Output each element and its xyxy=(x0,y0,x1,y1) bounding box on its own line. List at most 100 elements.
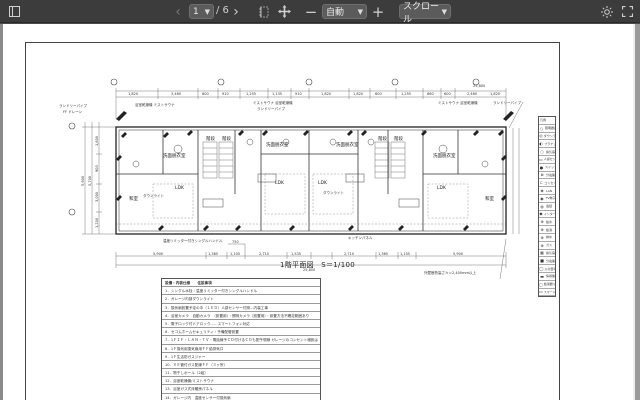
svg-text:900: 900 xyxy=(95,165,99,172)
svg-text:和室: 和室 xyxy=(485,195,494,202)
svg-text:600: 600 xyxy=(375,92,382,96)
sidebar-toggle-button[interactable] xyxy=(7,3,21,20)
zoom-mode-value: 自動 xyxy=(326,8,345,18)
notes-row: 2．ガレージ内部ダウンライト xyxy=(162,295,320,304)
legend-label: 電話 xyxy=(546,204,553,209)
legend-row: ◉TV端子 xyxy=(539,195,555,203)
chevron-down-icon: ▼ xyxy=(204,7,210,16)
zoom-out-button[interactable]: − xyxy=(304,2,318,21)
notes-row: 8．1Ｆ換気用換気扇用ＦＦ給排気口 xyxy=(162,345,320,353)
text-select-tool-button[interactable] xyxy=(258,3,270,20)
zoom-in-button[interactable]: + xyxy=(371,2,385,21)
svg-text:1,365: 1,365 xyxy=(378,252,388,256)
next-page-button[interactable]: › xyxy=(233,3,239,20)
legend-row: ◍電話 xyxy=(539,203,555,211)
brightness-icon xyxy=(600,5,613,18)
zoom-mode-select[interactable]: 自動 ▼ xyxy=(322,4,367,19)
light-icon: ○ xyxy=(539,125,544,131)
legend-row: ▦換気扇 xyxy=(539,250,555,258)
svg-text:750: 750 xyxy=(232,240,239,244)
svg-text:階段: 階段 xyxy=(206,135,215,142)
svg-text:5,700: 5,700 xyxy=(88,176,92,186)
svg-text:キッチンパネル: キッチンパネル xyxy=(348,235,373,240)
intercom-icon: ◆ xyxy=(539,211,543,217)
svg-text:LDK: LDK xyxy=(318,180,328,186)
legend-row: ◎ダウンライト xyxy=(539,133,555,141)
svg-text:1,820: 1,820 xyxy=(490,92,500,96)
drawing-frame xyxy=(25,42,560,400)
page-count: / 6 xyxy=(216,5,229,16)
legend-row: ⊕ガス xyxy=(539,242,555,250)
svg-text:5,900: 5,900 xyxy=(81,176,85,186)
panel-icon: ⊗ xyxy=(540,172,544,178)
svg-text:2,710: 2,710 xyxy=(344,252,354,256)
left-edge xyxy=(0,24,3,400)
svg-text:1,105: 1,105 xyxy=(400,252,410,256)
svg-text:3,460: 3,460 xyxy=(171,92,181,96)
legend-row: ◆インターホン xyxy=(539,211,555,219)
lan-icon: ◈ xyxy=(540,188,544,194)
text-select-icon xyxy=(259,6,269,17)
svg-text:FF ドレーン: FF ドレーン xyxy=(63,110,82,114)
legend-label: ガス xyxy=(546,243,553,248)
hot-water-icon: ⊕ xyxy=(540,227,544,233)
chevron-down-icon: ▼ xyxy=(441,7,447,16)
svg-text:860: 860 xyxy=(427,92,434,96)
notes-row: 9．1Ｆ生活防ガスジャー xyxy=(162,353,320,361)
svg-text:600: 600 xyxy=(202,92,209,96)
legend-label: 凡例 xyxy=(540,118,547,123)
svg-text:1,365: 1,365 xyxy=(208,252,218,256)
svg-text:温度リミッター付きシングルハンドル: 温度リミッター付きシングルハンドル xyxy=(163,238,223,243)
scroll-mode-value: スクロール xyxy=(403,1,440,25)
page-number-value: 1 xyxy=(193,6,199,17)
svg-text:1,255: 1,255 xyxy=(246,92,256,96)
fullscreen-button[interactable] xyxy=(621,3,633,20)
legend-row: 凡例 xyxy=(539,117,555,125)
drain-icon: ⊕ xyxy=(540,234,544,240)
legend-label: ダウンライト xyxy=(543,133,555,138)
notes-row: 12．浴室乾燥機/ミストサウナ xyxy=(162,377,320,386)
notes-row: 4．浴室カメラ 自動カメラ （設置用）・照明カメラ（設置用）・設置方法不確定範囲… xyxy=(162,312,320,320)
legend-row: ⊕給水 xyxy=(539,218,555,227)
scroll-mode-select[interactable]: スクロール ▼ xyxy=(399,2,451,25)
brightness-button[interactable] xyxy=(600,3,613,20)
svg-text:和室: 和室 xyxy=(129,195,138,202)
svg-text:2,710: 2,710 xyxy=(259,252,269,256)
legend-label: 照明器具 xyxy=(545,126,555,131)
notes-row: 7．1ＦＩＦ・ＬＡＮ・ＴＶ・電話線予ＣＤ付けるＣＤも配予想線 ガレージのコンセン… xyxy=(162,336,320,345)
legend-label: ブラケット xyxy=(544,141,555,146)
svg-text:階段: 階段 xyxy=(378,135,387,142)
vertical-scrollbar[interactable] xyxy=(635,24,640,400)
pan-icon xyxy=(277,5,291,18)
legend-row: ○照明器具 xyxy=(539,125,555,133)
panel-icon: ■ xyxy=(540,258,544,264)
svg-text:洗面脱衣室: 洗面脱衣室 xyxy=(163,152,186,159)
legend-label: コンセント xyxy=(544,180,555,185)
legend-row: ⊕給湯 xyxy=(539,226,555,234)
svg-text:階段: 階段 xyxy=(394,135,403,142)
svg-text:洗面脱衣室: 洗面脱衣室 xyxy=(336,141,359,148)
legend-row: ⊗分電盤 xyxy=(539,172,555,180)
symbol-legend: 凡例 ○照明器具 ◎ダウンライト ◐ブラケット ○換気扇 ▭人感センサー ●スイ… xyxy=(538,116,556,298)
sensor-icon: ▭ xyxy=(539,156,543,162)
page-number-select[interactable]: 1 ▼ xyxy=(189,4,214,19)
legend-row: ◈LAN xyxy=(539,187,555,195)
switch-icon: ● xyxy=(539,164,544,170)
fan-icon: ○ xyxy=(540,149,544,155)
svg-text:ランドリーパイプ: ランドリーパイプ xyxy=(59,103,87,108)
svg-text:25,800: 25,800 xyxy=(473,84,485,88)
legend-label: スマートメーター xyxy=(543,289,555,294)
svg-text:910: 910 xyxy=(222,92,229,96)
prev-page-button[interactable]: ‹ xyxy=(175,3,181,20)
legend-label: 換気扇 xyxy=(546,250,555,255)
legend-label: 給水 xyxy=(546,219,553,224)
fan-icon: ▦ xyxy=(540,250,544,256)
outlet-icon: ⊂ xyxy=(539,180,543,186)
pan-tool-button[interactable] xyxy=(277,3,291,20)
legend-row: ◯火災警報器 xyxy=(539,265,555,273)
legend-label: スイッチ xyxy=(545,165,555,170)
svg-text:1,255: 1,255 xyxy=(401,92,411,96)
notes-row: 6．セコムホームセキュリティ・予備配管設置 xyxy=(162,328,320,337)
